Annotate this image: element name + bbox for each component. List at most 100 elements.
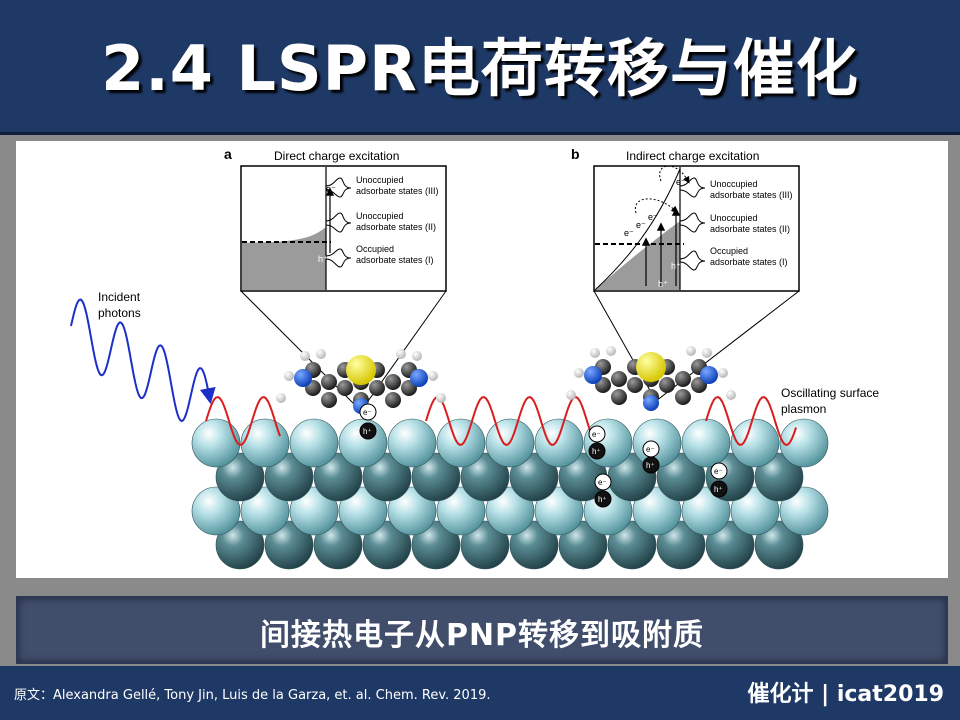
hydrogen-atom bbox=[718, 368, 728, 378]
hole-marker-label: h⁺ bbox=[598, 495, 607, 504]
panel-b-electron-label-3: e⁻ bbox=[648, 212, 658, 222]
hydrogen-atom bbox=[686, 346, 696, 356]
lattice-sphere bbox=[485, 486, 535, 536]
lattice-sphere bbox=[460, 520, 510, 570]
carbon-atom bbox=[659, 377, 675, 393]
panel-b-electron-label-4: e⁻ bbox=[676, 177, 686, 187]
lattice-sphere bbox=[411, 520, 461, 570]
hydrogen-atom bbox=[428, 371, 438, 381]
nitrogen-atom bbox=[294, 369, 312, 387]
lattice-sphere bbox=[240, 486, 290, 536]
panel-a-state-ii-l2: adsorbate states (II) bbox=[356, 222, 436, 232]
carbon-atom bbox=[627, 377, 643, 393]
caption-text: 间接热电子从PNP转移到吸附质 bbox=[259, 618, 705, 653]
lattice-sphere bbox=[730, 418, 780, 468]
panel-b-state-iii-l2: adsorbate states (III) bbox=[710, 190, 793, 200]
lattice-sphere bbox=[191, 486, 241, 536]
lattice-sphere bbox=[215, 520, 265, 570]
panel-a-hole-label: h⁺ bbox=[318, 254, 328, 264]
lattice-sphere bbox=[411, 452, 461, 502]
hole-marker-label: h⁺ bbox=[646, 461, 655, 470]
source-citation: 原文：Alexandra Gellé, Tony Jin, Luis de la… bbox=[14, 688, 491, 703]
panel-a-state-iii-l1: Unoccupied bbox=[356, 175, 404, 185]
panel-b-peak-ii bbox=[679, 212, 706, 233]
sulfur-atom bbox=[636, 352, 666, 382]
oscillating-plasmon-waves bbox=[205, 396, 797, 446]
hydrogen-atom bbox=[590, 348, 600, 358]
lattice-sphere bbox=[387, 418, 437, 468]
hydrogen-atom bbox=[436, 393, 446, 403]
hole-marker-label: h⁺ bbox=[592, 447, 601, 456]
electron-marker bbox=[588, 425, 606, 443]
panel-b-state-i-l2: adsorbate states (I) bbox=[710, 257, 788, 267]
panel-a-peak-ii bbox=[325, 212, 352, 233]
carbon-atom bbox=[321, 392, 337, 408]
carbon-atom bbox=[675, 389, 691, 405]
hydrogen-atom bbox=[574, 368, 584, 378]
hydrogen-atom bbox=[566, 390, 576, 400]
carbon-atom bbox=[369, 380, 385, 396]
plasmon-wave-segment bbox=[205, 396, 281, 446]
lattice-sphere bbox=[191, 418, 241, 468]
hydrogen-atom bbox=[276, 393, 286, 403]
electron-marker-label: e⁻ bbox=[714, 467, 723, 476]
lattice-sphere bbox=[289, 486, 339, 536]
panel-b-distribution-curve bbox=[594, 168, 681, 291]
panel-a-state-i-l2: adsorbate states (I) bbox=[356, 255, 434, 265]
panel-b-state-ii-l2: adsorbate states (II) bbox=[710, 224, 790, 234]
lattice-sphere bbox=[705, 520, 755, 570]
panel-b-hot-carrier-dos bbox=[595, 221, 680, 290]
panel-a-state-ii-l1: Unoccupied bbox=[356, 211, 404, 221]
hydrogen-atom bbox=[316, 349, 326, 359]
lattice-sphere bbox=[509, 520, 559, 570]
lattice-sphere bbox=[289, 418, 339, 468]
hole-marker-label: h⁺ bbox=[363, 427, 372, 436]
carbon-atom bbox=[385, 374, 401, 390]
electron-marker-label: e⁻ bbox=[592, 430, 601, 439]
slide-header: 2.4 LSPR电荷转移与催化 bbox=[0, 0, 960, 135]
hole-marker-label: h⁺ bbox=[714, 485, 723, 494]
adsorbate-molecule bbox=[566, 346, 736, 411]
panel-b-peak-iii bbox=[679, 177, 706, 198]
lattice-sphere bbox=[338, 486, 388, 536]
panel-b-title: Indirect charge excitation bbox=[626, 149, 759, 163]
panel-b-state-ii-l1: Unoccupied bbox=[710, 213, 758, 223]
lattice-sphere bbox=[460, 452, 510, 502]
hole-marker bbox=[359, 422, 377, 440]
hydrogen-atom bbox=[702, 348, 712, 358]
carbon-atom bbox=[675, 371, 691, 387]
lattice-sphere bbox=[509, 452, 559, 502]
panel-a-title: Direct charge excitation bbox=[274, 149, 399, 163]
panel-b-electron-label-2: e⁻ bbox=[636, 220, 646, 230]
carbon-atom bbox=[337, 380, 353, 396]
hot-carriers: e⁻h⁺e⁻h⁺e⁻h⁺e⁻h⁺e⁻h⁺ bbox=[359, 403, 728, 508]
lattice-sphere bbox=[264, 520, 314, 570]
panel-a-electron-label: e⁻ bbox=[326, 184, 336, 194]
plasmon-label-l2: plasmon bbox=[781, 402, 826, 416]
charge-excitation-diagram: a Direct charge excitation e⁻ h⁺ Unoccup… bbox=[70, 146, 879, 570]
electron-marker bbox=[594, 473, 612, 491]
panel-a-state-i-l1: Occupied bbox=[356, 244, 394, 254]
lattice-sphere bbox=[681, 418, 731, 468]
plasmon-wave-segment bbox=[705, 396, 797, 446]
hydrogen-atom bbox=[606, 346, 616, 356]
nitrogen-atom bbox=[700, 366, 718, 384]
panel-b-transfer-arc-iii bbox=[659, 165, 690, 184]
hole-marker bbox=[642, 456, 660, 474]
lattice-sphere bbox=[534, 418, 584, 468]
incident-label-l2: photons bbox=[98, 306, 141, 320]
lattice-sphere bbox=[534, 486, 584, 536]
plasmon-wave-segment bbox=[425, 396, 591, 446]
panel-b-state-iii-l1: Unoccupied bbox=[710, 179, 758, 189]
plasmon-label-l1: Oscillating surface bbox=[781, 386, 879, 400]
lattice-sphere bbox=[362, 452, 412, 502]
figure-panel: a Direct charge excitation e⁻ h⁺ Unoccup… bbox=[16, 141, 948, 578]
panel-a-peak-iii bbox=[325, 177, 352, 198]
panel-b-electron-label-1: e⁻ bbox=[624, 228, 634, 238]
electron-marker-label: e⁻ bbox=[598, 478, 607, 487]
panel-a-peak-i bbox=[325, 248, 352, 268]
lattice-sphere bbox=[558, 520, 608, 570]
electron-marker bbox=[710, 462, 728, 480]
lattice-sphere bbox=[362, 520, 412, 570]
panel-b-peak-i bbox=[679, 250, 706, 271]
